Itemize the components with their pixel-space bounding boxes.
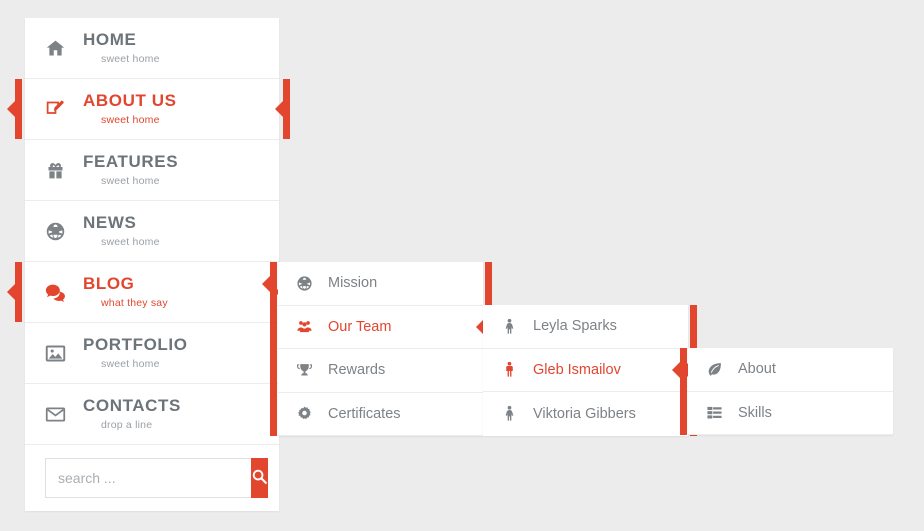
female-icon [501,405,525,422]
sidebar-item-text: HOME sweet home [75,31,160,65]
edit-icon [45,97,75,121]
group-icon [296,318,320,335]
globe-icon [45,219,75,243]
menu-item-leyla-sparks[interactable]: Leyla Sparks [483,305,688,349]
sidebar-item-about-us[interactable]: ABOUT US sweet home [7,79,290,140]
gear-icon [296,405,320,422]
sidebar-item-label: ABOUT US [83,91,177,111]
menu-item-label: Mission [328,275,378,292]
menu-item-label: Rewards [328,362,386,379]
menu-item-about[interactable]: About [688,348,893,392]
sidebar-item-portfolio[interactable]: PORTFOLIO sweet home [25,323,279,384]
search-button[interactable] [251,458,268,498]
active-marker-right [275,79,290,139]
envelope-icon [45,402,75,426]
active-marker-left [7,79,22,139]
female-icon [501,318,525,335]
home-icon [45,36,75,60]
menu-item-label: About [738,361,776,378]
search-icon [251,468,268,488]
sidebar-item-text: ABOUT US sweet home [75,92,177,126]
search-box [45,458,268,498]
sidebar-item-label: BLOG [83,274,135,294]
sidebar-item-label: HOME [83,30,137,50]
leaf-icon [706,361,730,378]
sidebar-item-text: PORTFOLIO sweet home [75,336,188,370]
menu-item-label: Gleb Ismailov [533,361,621,378]
sidebar-item-text: CONTACTS drop a line [75,397,181,431]
trophy-icon [296,362,320,379]
menu-item-certificates[interactable]: Certificates [278,393,483,436]
sidebar-item-label: FEATURES [83,152,179,172]
menu-item-label: Viktoria Gibbers [533,405,636,422]
menu-item-rewards[interactable]: Rewards [278,349,483,393]
menu-item-label: Our Team [328,318,392,335]
menu-item-mission[interactable]: Mission [278,262,483,306]
menu-item-skills[interactable]: Skills [688,392,893,435]
sidebar-item-subtitle: what they say [101,297,168,310]
panel-left-notch [672,361,680,378]
picture-icon [45,341,75,365]
sidebar-item-subtitle: drop a line [101,419,153,432]
search-area [25,445,279,511]
menu-item-label: Leyla Sparks [533,318,617,335]
sidebar-item-subtitle: sweet home [101,236,160,249]
sidebar-item-label: NEWS [83,213,137,233]
tasks-icon [706,404,730,421]
menu-item-viktoria-gibbers[interactable]: Viktoria Gibbers [483,392,688,436]
panel-rail-left [680,348,687,435]
sidebar-item-news[interactable]: NEWS sweet home [25,201,279,262]
panel-rail-left [270,262,277,436]
sidebar-item-subtitle: sweet home [101,175,160,188]
menu-item-label: Skills [738,404,772,421]
menu-item-our-team[interactable]: Our Team [278,306,483,349]
sidebar-item-text: FEATURES sweet home [75,153,178,187]
sidebar-item-subtitle: sweet home [101,358,160,371]
sidebar-item-text: BLOG what they say [75,275,168,309]
search-input[interactable] [45,458,251,498]
sidebar-item-subtitle: sweet home [101,114,160,127]
sidebar-item-text: NEWS sweet home [75,214,160,248]
globe-icon [296,275,320,292]
sidebar-item-home[interactable]: HOME sweet home [25,18,279,79]
sidebar-item-subtitle: sweet home [101,53,160,66]
comments-icon [45,280,75,304]
menu-item-label: Certificates [328,405,401,422]
gift-icon [45,158,75,182]
sidebar-item-blog[interactable]: BLOG what they say [7,262,290,323]
menu-item-gleb-ismailov[interactable]: Gleb Ismailov [483,349,688,392]
male-icon [501,361,525,378]
active-notch [476,319,484,336]
active-marker-left [7,262,22,322]
sidebar-item-contacts[interactable]: CONTACTS drop a line [25,384,279,445]
panel-left-notch [262,275,270,292]
sidebar-item-label: CONTACTS [83,396,181,416]
sidebar-item-features[interactable]: FEATURES sweet home [25,140,279,201]
sidebar-item-label: PORTFOLIO [83,335,188,355]
